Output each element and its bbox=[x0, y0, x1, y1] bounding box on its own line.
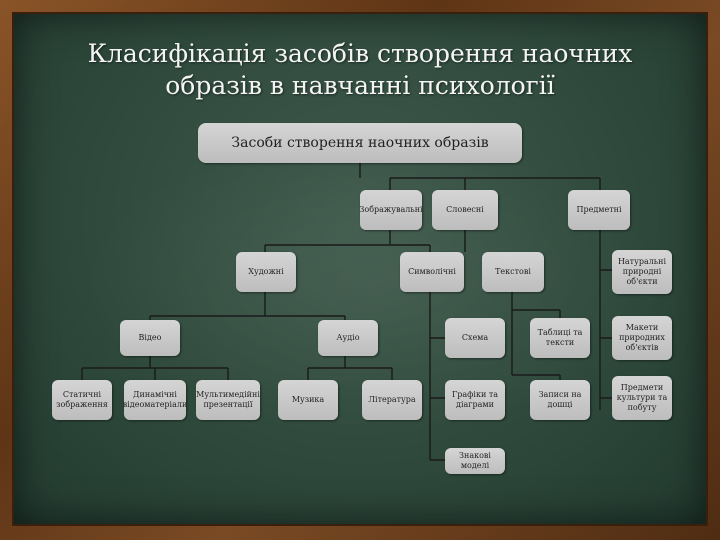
node-artistic: Художні bbox=[236, 252, 296, 292]
node-symbolic: Символічні bbox=[400, 252, 464, 292]
node-sign-models: Знакові моделі bbox=[445, 448, 505, 474]
node-board-notes: Записи на дошці bbox=[530, 380, 590, 420]
node-music: Музика bbox=[278, 380, 338, 420]
node-models: Макети природних об'єктів bbox=[612, 316, 672, 360]
node-verbal: Словесні bbox=[432, 190, 498, 230]
node-visual: Зображувальні bbox=[359, 190, 423, 230]
node-natural: Натуральні природні об'єкти bbox=[612, 250, 672, 294]
node-literature: Література bbox=[362, 380, 422, 420]
node-dynamic-video: Динамічні відеоматеріали bbox=[123, 380, 187, 420]
node-culture: Предмети культури та побуту bbox=[612, 376, 672, 420]
node-tables: Таблиці та тексти bbox=[530, 318, 590, 358]
root-node: Засоби створення наочних образів bbox=[198, 123, 522, 163]
slide-title-line-2: образів в навчанні психології bbox=[165, 71, 555, 100]
node-multimedia: Мультимедійні презентації bbox=[196, 380, 260, 420]
node-audio: Аудіо bbox=[318, 320, 378, 356]
node-graphs: Графіки та діаграми bbox=[445, 380, 505, 420]
node-static-images: Статичні зображення bbox=[52, 380, 112, 420]
slide-title-line-1: Класифікація засобів створення наочних bbox=[87, 39, 633, 68]
node-video: Відео bbox=[120, 320, 180, 356]
node-text: Текстові bbox=[482, 252, 544, 292]
node-scheme: Схема bbox=[445, 318, 505, 358]
node-object: Предметні bbox=[568, 190, 630, 230]
